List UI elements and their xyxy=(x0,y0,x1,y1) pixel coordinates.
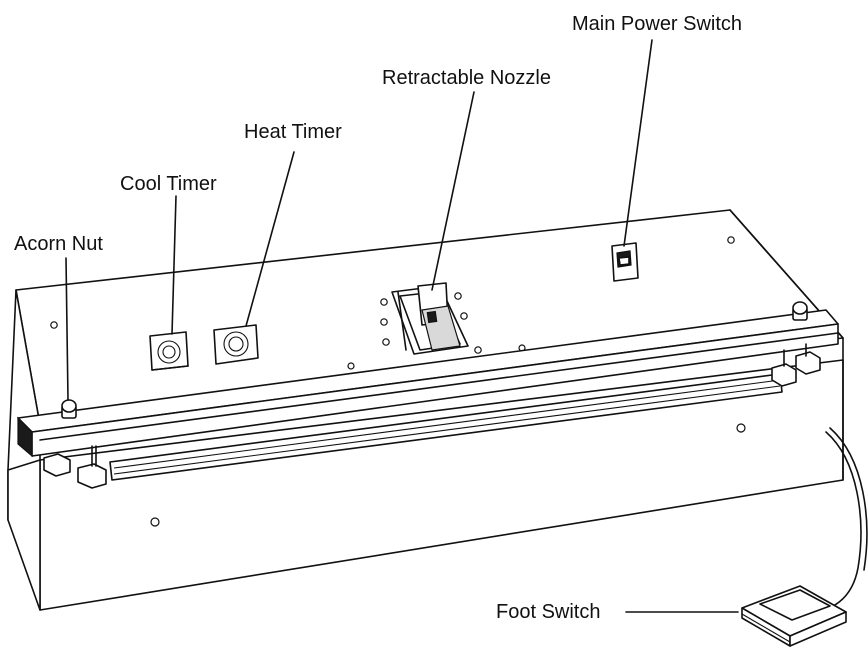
leader-heat-timer xyxy=(245,151,295,327)
screw-hole xyxy=(727,236,735,244)
end-panel xyxy=(7,459,41,611)
seal-bar xyxy=(17,309,839,458)
screw-hole xyxy=(347,362,355,370)
screw-hole xyxy=(460,312,468,320)
label-acorn-nut: Acorn Nut xyxy=(14,233,103,255)
cool-timer-knob xyxy=(149,331,189,371)
retractable-nozzle xyxy=(391,282,469,355)
heat-timer-knob xyxy=(213,324,259,365)
leader-cool-timer xyxy=(171,195,177,335)
leader-retractable-nozzle xyxy=(431,91,475,291)
screw-hole xyxy=(380,298,388,306)
label-foot-switch: Foot Switch xyxy=(496,601,600,623)
label-cool-timer: Cool Timer xyxy=(120,173,217,195)
screw-hole xyxy=(50,321,58,329)
screw-hole xyxy=(382,338,390,346)
screw-hole xyxy=(150,517,160,527)
foot-switch xyxy=(741,427,868,647)
leader-acorn-nut xyxy=(65,257,69,401)
heating-element xyxy=(109,373,783,481)
lower-nuts xyxy=(43,343,821,489)
screw-hole xyxy=(474,346,482,354)
label-retractable-nozzle: Retractable Nozzle xyxy=(382,67,551,89)
label-heat-timer: Heat Timer xyxy=(244,121,342,143)
top-plate-holes xyxy=(50,236,746,527)
screw-hole xyxy=(380,318,388,326)
callout-labels: Main Power Switch Retractable Nozzle Hea… xyxy=(14,13,742,623)
acorn-nut-left xyxy=(61,399,77,419)
leader-lines xyxy=(65,39,739,613)
screw-hole xyxy=(454,292,462,300)
leader-main-power-switch xyxy=(623,39,653,247)
screw-hole xyxy=(736,423,746,433)
main-power-switch xyxy=(611,242,639,282)
label-main-power-switch: Main Power Switch xyxy=(572,13,742,35)
acorn-nut-right xyxy=(792,301,808,321)
